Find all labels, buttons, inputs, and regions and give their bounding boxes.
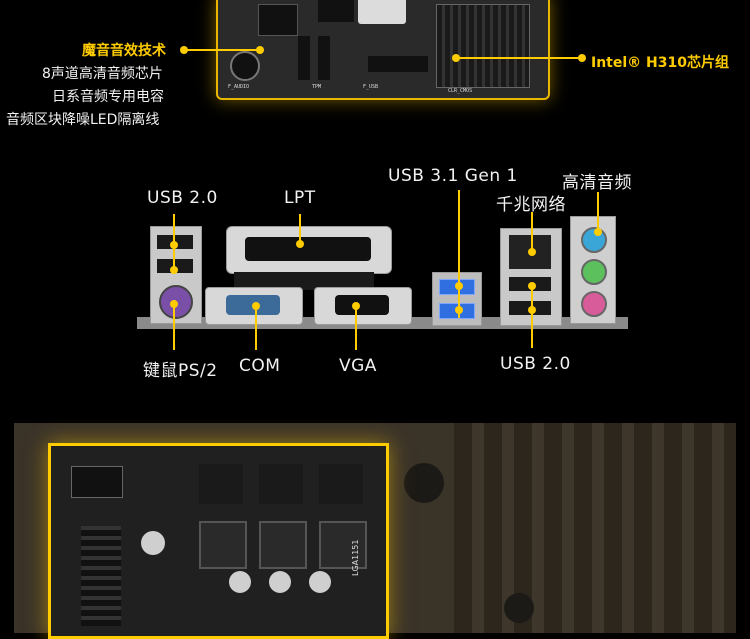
board-label-faudio: F_AUDIO xyxy=(228,84,250,90)
callout-dot xyxy=(170,241,178,249)
callout-dot xyxy=(578,54,586,62)
chipset-heatsink xyxy=(436,4,530,88)
choke xyxy=(259,521,307,569)
callout-dot xyxy=(455,282,463,290)
pcie-slot xyxy=(298,36,310,80)
callout-dot xyxy=(455,306,463,314)
lpt-connector xyxy=(245,237,371,261)
audio-feature-line-1: 8声道高清音频芯片 xyxy=(42,66,163,82)
board-label-clrcmos: CLR_CMOS xyxy=(448,88,473,94)
audio-jack-pink xyxy=(581,291,607,317)
board-label-fusb: F_USB xyxy=(363,84,379,90)
component xyxy=(404,463,444,503)
usb20-top-label: USB 2.0 xyxy=(147,188,218,208)
callout-dot xyxy=(528,248,536,256)
callout-line xyxy=(456,57,582,59)
board-label-tpm: TPM xyxy=(312,84,322,90)
audio-jack-green xyxy=(581,259,607,285)
callout-dot xyxy=(528,282,536,290)
header xyxy=(368,56,428,72)
callout-line xyxy=(597,192,599,232)
vga-connector xyxy=(335,295,389,315)
capacitor xyxy=(230,51,260,81)
pcie-slot xyxy=(318,36,330,80)
callout-dot xyxy=(352,302,360,310)
audio-feature-line-2: 日系音频专用电容 xyxy=(52,89,164,105)
motherboard-top-image: F_AUDIO TPM F_USB CLR_CMOS xyxy=(216,0,550,100)
lpt-bracket xyxy=(234,272,374,290)
usb31-stack xyxy=(432,272,482,326)
audio-jack-blue xyxy=(581,227,607,253)
socket-label: LGA1151 xyxy=(351,539,360,577)
com-label: COM xyxy=(239,356,281,376)
chip xyxy=(318,0,354,22)
vga-port xyxy=(314,287,412,325)
dimm-slots xyxy=(454,423,736,633)
callout-line xyxy=(184,49,260,51)
callout-dot xyxy=(256,46,264,54)
lpt-port xyxy=(226,226,392,274)
com-port xyxy=(205,287,303,325)
vrm-highlight-frame: LGA1151 xyxy=(48,443,389,639)
lpt-label: LPT xyxy=(284,188,316,208)
mosfet xyxy=(319,464,363,504)
hd-audio-label: 高清音频 xyxy=(562,173,632,193)
callout-line xyxy=(355,305,357,350)
audio-jack-stack xyxy=(570,216,616,324)
connector xyxy=(71,466,123,498)
component xyxy=(504,593,534,623)
callout-line xyxy=(458,190,460,318)
callout-line xyxy=(531,284,533,348)
callout-dot xyxy=(528,306,536,314)
chipset-label: Intel® H310芯片组 xyxy=(591,55,729,71)
audio-chip xyxy=(258,4,298,36)
capacitor xyxy=(309,571,331,593)
audio-feature-title: 魔音音效技术 xyxy=(82,43,166,59)
callout-dot xyxy=(252,302,260,310)
audio-feature-line-3: 音频区块降噪LED隔离线 xyxy=(6,112,160,128)
mosfet xyxy=(199,464,243,504)
capacitor xyxy=(229,571,251,593)
callout-dot xyxy=(594,228,602,236)
choke xyxy=(199,521,247,569)
header-pins xyxy=(81,526,121,626)
ps2-label: 键鼠PS/2 xyxy=(143,361,218,381)
usb31-label: USB 3.1 Gen 1 xyxy=(388,166,518,186)
callout-line xyxy=(299,214,301,244)
callout-dot xyxy=(170,300,178,308)
callout-line xyxy=(531,212,533,252)
callout-dot xyxy=(170,266,178,274)
component xyxy=(358,0,406,24)
callout-dot xyxy=(296,240,304,248)
mosfet xyxy=(259,464,303,504)
usb20-bottom-label: USB 2.0 xyxy=(500,354,571,374)
vga-label: VGA xyxy=(339,356,377,376)
callout-line xyxy=(173,300,175,350)
capacitor xyxy=(141,531,165,555)
gigabit-lan-label: 千兆网络 xyxy=(496,195,566,215)
capacitor xyxy=(269,571,291,593)
choke xyxy=(319,521,367,569)
callout-line xyxy=(255,305,257,350)
